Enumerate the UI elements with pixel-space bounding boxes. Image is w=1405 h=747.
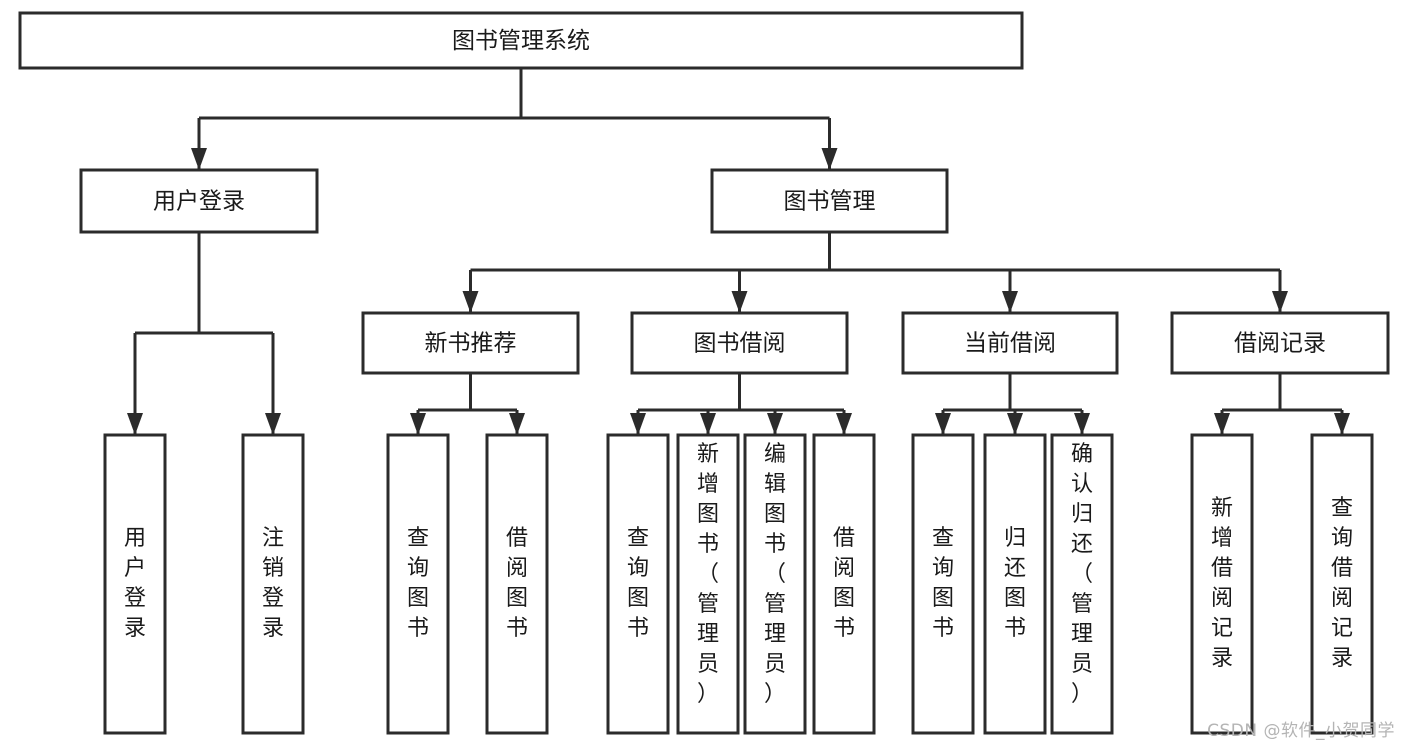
node-leaf-add-book-admin-label: 新增图书（管理员） [697,442,719,707]
node-leaf-query-book-3-box [911,433,975,735]
node-user-login-box [79,168,319,234]
book-manage-branch-arrow-2 [1002,291,1018,313]
node-leaf-query-borrow-record-label: 查询借阅记录 [1331,496,1353,671]
node-leaf-borrow-book-1[interactable]: 借阅图书 [485,433,549,735]
node-leaf-borrow-book-2-label: 借阅图书 [833,526,855,641]
node-book-manage[interactable]: 图书管理 [710,168,949,234]
user-login-leaf-branch-arrow-1 [265,413,281,435]
node-current-borrow-label: 当前借阅 [964,331,1056,357]
csdn-watermark: CSDN @软件_小贺同学 [1207,721,1395,741]
node-new-book-rec[interactable]: 新书推荐 [361,311,580,375]
node-borrow-record-box [1170,311,1390,375]
node-leaf-edit-book-admin-box [743,433,807,735]
node-leaf-borrow-book-2-box [812,433,876,735]
node-leaf-return-book-box [983,433,1047,735]
node-root-box [18,11,1024,70]
node-leaf-query-book-1-box [386,433,450,735]
node-leaf-user-login-label: 用户登录 [124,526,146,641]
node-leaf-query-book-3[interactable]: 查询图书 [911,433,975,735]
node-user-login[interactable]: 用户登录 [79,168,319,234]
node-current-borrow-box [901,311,1119,375]
node-leaf-edit-book-admin-label: 编辑图书（管理员） [764,442,786,707]
current-borrow-leaf-branch-arrow-0 [935,413,951,435]
node-leaf-query-book-2[interactable]: 查询图书 [606,433,670,735]
new-book-rec-leaf-branch-arrow-1 [509,413,525,435]
node-leaf-query-book-1[interactable]: 查询图书 [386,433,450,735]
book-manage-branch-arrow-3 [1272,291,1288,313]
node-leaf-edit-book-admin[interactable]: 编辑图书（管理员） [743,433,807,735]
node-root[interactable]: 图书管理系统 [18,11,1024,70]
root-branch-arrow-0 [191,148,207,170]
book-borrow-leaf-branch-arrow-1 [700,413,716,435]
node-leaf-user-login[interactable]: 用户登录 [103,433,167,735]
node-book-borrow-label: 图书借阅 [694,331,786,357]
root-branch-arrow-1 [821,148,838,170]
node-leaf-logout[interactable]: 注销登录 [241,433,305,735]
connector-lines [127,68,1350,435]
node-book-borrow-box [630,311,849,375]
new-book-rec-leaf-branch-arrow-0 [410,413,426,435]
node-leaf-add-book-admin-box [676,433,740,735]
node-borrow-record-label: 借阅记录 [1234,331,1326,357]
node-new-book-rec-box [361,311,580,375]
node-leaf-query-book-2-box [606,433,670,735]
node-leaf-add-borrow-record-box [1190,433,1254,735]
node-leaf-confirm-return-admin-box [1050,433,1114,735]
node-leaf-borrow-book-2[interactable]: 借阅图书 [812,433,876,735]
node-leaf-borrow-book-1-label: 借阅图书 [506,526,528,641]
node-borrow-record[interactable]: 借阅记录 [1170,311,1390,375]
node-book-manage-box [710,168,949,234]
node-book-borrow[interactable]: 图书借阅 [630,311,849,375]
node-leaf-add-book-admin[interactable]: 新增图书（管理员） [676,433,740,735]
node-leaf-confirm-return-admin-label: 确认归还（管理员） [1071,442,1093,707]
node-leaf-query-book-3-label: 查询图书 [932,526,954,641]
book-manage-branch-arrow-0 [462,291,479,313]
node-leaf-return-book-label: 归还图书 [1004,526,1026,641]
borrow-record-leaf-branch-arrow-1 [1334,413,1350,435]
book-manage-branch-arrow-1 [731,291,748,313]
book-borrow-leaf-branch-arrow-3 [836,413,852,435]
node-leaf-logout-label: 注销登录 [262,526,284,641]
node-new-book-rec-label: 新书推荐 [425,331,517,357]
node-leaf-borrow-book-1-box [485,433,549,735]
node-boxes: 图书管理系统用户登录图书管理新书推荐图书借阅当前借阅借阅记录用户登录注销登录查询… [18,11,1390,735]
node-leaf-add-borrow-record-label: 新增借阅记录 [1211,496,1233,671]
node-book-manage-label: 图书管理 [784,189,876,215]
node-leaf-add-borrow-record[interactable]: 新增借阅记录 [1190,433,1254,735]
node-leaf-query-borrow-record[interactable]: 查询借阅记录 [1310,433,1374,735]
node-leaf-user-login-box [103,433,167,735]
node-leaf-query-book-1-label: 查询图书 [407,526,429,641]
node-root-label: 图书管理系统 [452,28,590,54]
book-borrow-leaf-branch-arrow-0 [630,413,646,435]
borrow-record-leaf-branch-arrow-0 [1214,413,1230,435]
node-current-borrow[interactable]: 当前借阅 [901,311,1119,375]
node-leaf-query-borrow-record-box [1310,433,1374,735]
node-leaf-return-book[interactable]: 归还图书 [983,433,1047,735]
node-leaf-query-book-2-label: 查询图书 [627,526,649,641]
node-leaf-confirm-return-admin[interactable]: 确认归还（管理员） [1050,433,1114,735]
current-borrow-leaf-branch-arrow-1 [1007,413,1023,435]
book-borrow-leaf-branch-arrow-2 [767,413,783,435]
node-leaf-logout-box [241,433,305,735]
node-user-login-label: 用户登录 [153,189,245,215]
current-borrow-leaf-branch-arrow-2 [1074,413,1090,435]
user-login-leaf-branch-arrow-0 [127,413,143,435]
